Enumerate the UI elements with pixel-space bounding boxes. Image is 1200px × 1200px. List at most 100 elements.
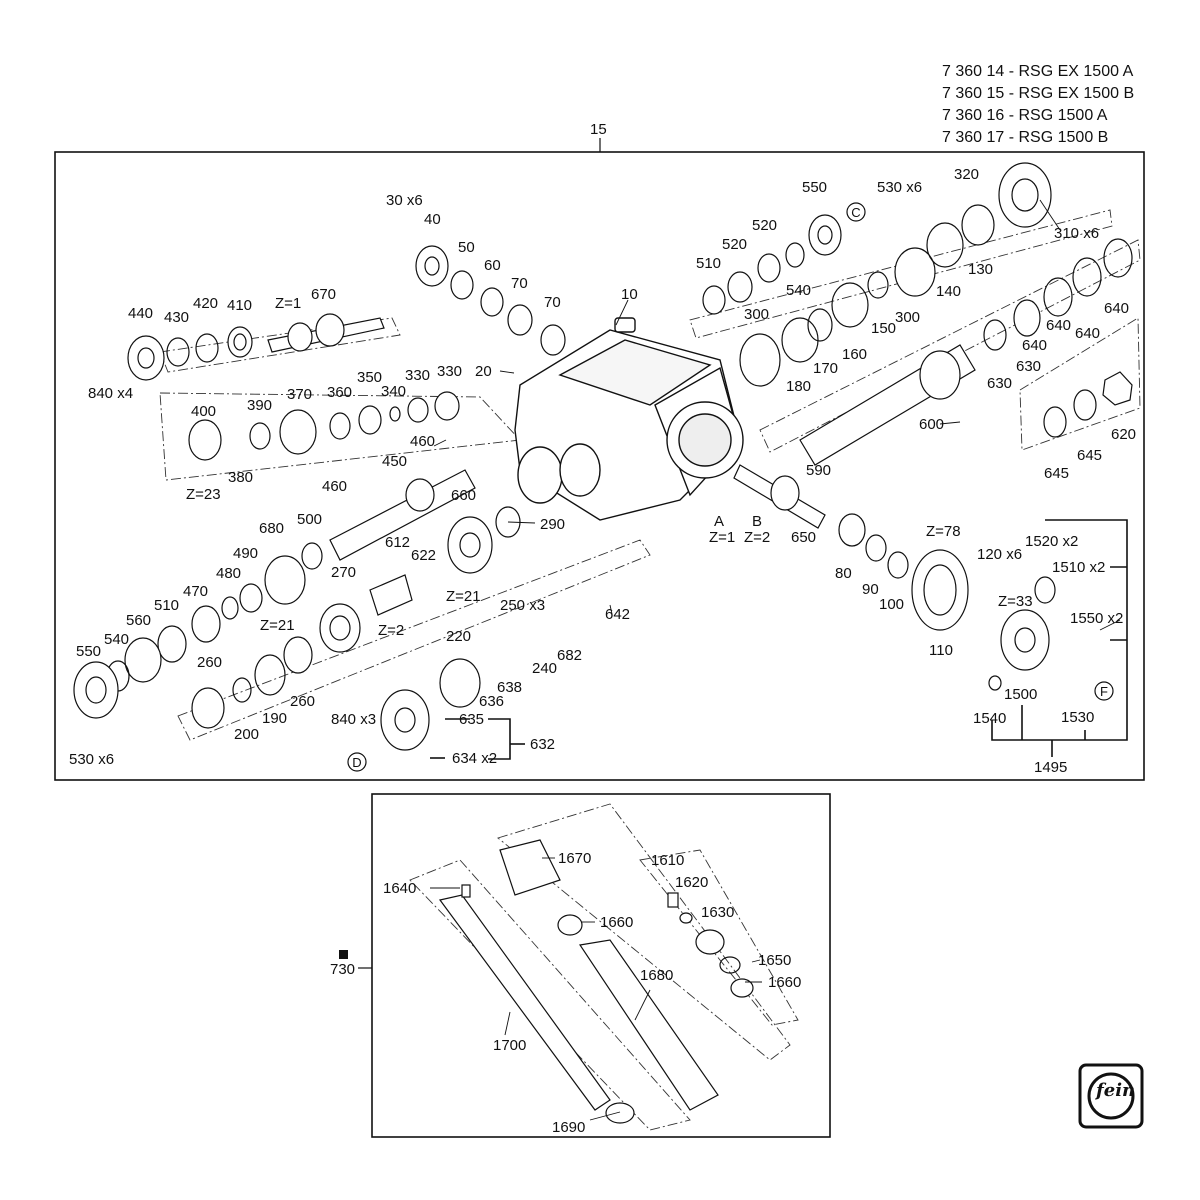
part-callout: 1530 bbox=[1061, 709, 1095, 726]
part-callout: 670 bbox=[311, 286, 337, 303]
part-callout: 600 bbox=[919, 416, 945, 433]
part-callout: 490 bbox=[233, 545, 259, 562]
part-callout: 450 bbox=[382, 453, 408, 470]
reference-circle bbox=[846, 202, 866, 222]
part-callout: 300 bbox=[895, 309, 921, 326]
part-callout: 682 bbox=[557, 647, 583, 664]
part-callout: 645 bbox=[1077, 447, 1103, 464]
part-callout: 840 x4 bbox=[88, 385, 134, 402]
part-callout: 190 bbox=[262, 710, 288, 727]
part-callout: 632 bbox=[530, 736, 556, 753]
part-callout: 650 bbox=[791, 529, 817, 546]
model-line: 7 360 16 - RSG 1500 A bbox=[942, 107, 1108, 124]
fein-logo-text: fein bbox=[1096, 1080, 1136, 1101]
part-callout: 250 x3 bbox=[500, 597, 546, 614]
inset-part-callout: 1640 bbox=[383, 880, 417, 897]
part-callout: 1495 bbox=[1034, 759, 1068, 776]
inset-part-callout: 1660 bbox=[600, 914, 634, 931]
part-callout: 40 bbox=[424, 211, 441, 228]
part-callout: 360 bbox=[327, 384, 353, 401]
part-callout: 590 bbox=[806, 462, 832, 479]
part-callout: 270 bbox=[331, 564, 357, 581]
part-callout: 320 bbox=[954, 166, 980, 183]
part-callout: 612 bbox=[385, 534, 411, 551]
part-callout: 638 bbox=[497, 679, 523, 696]
part-callout: Z=1 bbox=[709, 529, 736, 546]
reference-letter: C bbox=[851, 205, 860, 220]
part-callout: 110 bbox=[929, 642, 953, 659]
fein-logo bbox=[1078, 1063, 1144, 1129]
part-callout: 640 bbox=[1022, 337, 1048, 354]
part-callout: 680 bbox=[259, 520, 285, 537]
part-callout: 130 bbox=[968, 261, 994, 278]
part-callout: 520 bbox=[752, 217, 778, 234]
part-callout: 500 bbox=[297, 511, 323, 528]
part-callout: 260 bbox=[290, 693, 316, 710]
part-callout: Z=78 bbox=[926, 523, 961, 540]
part-callout: 340 bbox=[381, 383, 407, 400]
part-callout: 620 bbox=[1111, 426, 1137, 443]
part-callout: 1510 x2 bbox=[1052, 559, 1106, 576]
part-callout: 1500 bbox=[1004, 686, 1038, 703]
part-callout: 180 bbox=[786, 378, 812, 395]
part-callout: Z=1 bbox=[275, 295, 302, 312]
part-callout: 636 bbox=[479, 693, 505, 710]
part-callout: A bbox=[714, 513, 725, 530]
reference-letter: D bbox=[352, 755, 361, 770]
part-callout: 310 x6 bbox=[1054, 225, 1100, 242]
part-callout: 460 bbox=[410, 433, 436, 450]
part-callout: 640 bbox=[1104, 300, 1130, 317]
part-callout: 510 bbox=[696, 255, 722, 272]
reference-letter: F bbox=[1100, 684, 1108, 699]
part-callout: 480 bbox=[216, 565, 242, 582]
part-callout: 440 bbox=[128, 305, 154, 322]
part-callout: 300 bbox=[744, 306, 770, 323]
inset-part-callout: 1620 bbox=[675, 874, 709, 891]
inset-part-callout: 1650 bbox=[758, 952, 792, 969]
part-callout: Z=2 bbox=[378, 622, 405, 639]
part-callout: 530 x6 bbox=[877, 179, 923, 196]
part-callout: 30 x6 bbox=[386, 192, 423, 209]
part-callout: 150 bbox=[871, 320, 897, 337]
part-callout: 840 x3 bbox=[331, 711, 377, 728]
part-callout: Z=33 bbox=[998, 593, 1033, 610]
part-callout: 380 bbox=[228, 469, 254, 486]
part-callout: 1540 bbox=[973, 710, 1007, 727]
part-callout: 642 bbox=[605, 606, 631, 623]
part-callout: Z=23 bbox=[186, 486, 221, 503]
part-callout: 60 bbox=[484, 257, 501, 274]
part-callout: 50 bbox=[458, 239, 475, 256]
reference-circle bbox=[347, 752, 367, 772]
part-callout: 560 bbox=[126, 612, 152, 629]
part-callout: Z=2 bbox=[744, 529, 771, 546]
inset-part-callout: 1680 bbox=[640, 967, 674, 984]
part-callout: 70 bbox=[511, 275, 528, 292]
part-callout: 510 bbox=[154, 597, 180, 614]
inset-part-callout: 1660 bbox=[768, 974, 802, 991]
part-callout: 330 bbox=[405, 367, 431, 384]
part-callout: 460 bbox=[322, 478, 348, 495]
inset-part-callout: 1630 bbox=[701, 904, 735, 921]
part-callout: 540 bbox=[786, 282, 812, 299]
part-callout: 630 bbox=[1016, 358, 1042, 375]
model-line: 7 360 17 - RSG 1500 B bbox=[942, 129, 1109, 146]
part-callout: 640 bbox=[1046, 317, 1072, 334]
part-callout: 645 bbox=[1044, 465, 1070, 482]
part-callout: 100 bbox=[879, 596, 905, 613]
inset-part-callout: 1670 bbox=[558, 850, 592, 867]
part-callout: 634 x2 bbox=[452, 750, 498, 767]
part-callout: 370 bbox=[287, 386, 313, 403]
part-callout: 1520 x2 bbox=[1025, 533, 1079, 550]
part-callout: 170 bbox=[813, 360, 839, 377]
reference-circle bbox=[1094, 681, 1114, 701]
inset-marker-square bbox=[339, 950, 348, 959]
part-callout: 530 x6 bbox=[69, 751, 115, 768]
part-callout: 410 bbox=[227, 297, 253, 314]
part-callout: 540 bbox=[104, 631, 130, 648]
part-callout: 290 bbox=[540, 516, 566, 533]
inset-part-callout: 1700 bbox=[493, 1037, 527, 1054]
part-callout: 240 bbox=[532, 660, 558, 677]
part-callout: 660 bbox=[451, 487, 477, 504]
inset-assembly-label: 730 bbox=[330, 961, 356, 978]
part-callout: 220 bbox=[446, 628, 472, 645]
